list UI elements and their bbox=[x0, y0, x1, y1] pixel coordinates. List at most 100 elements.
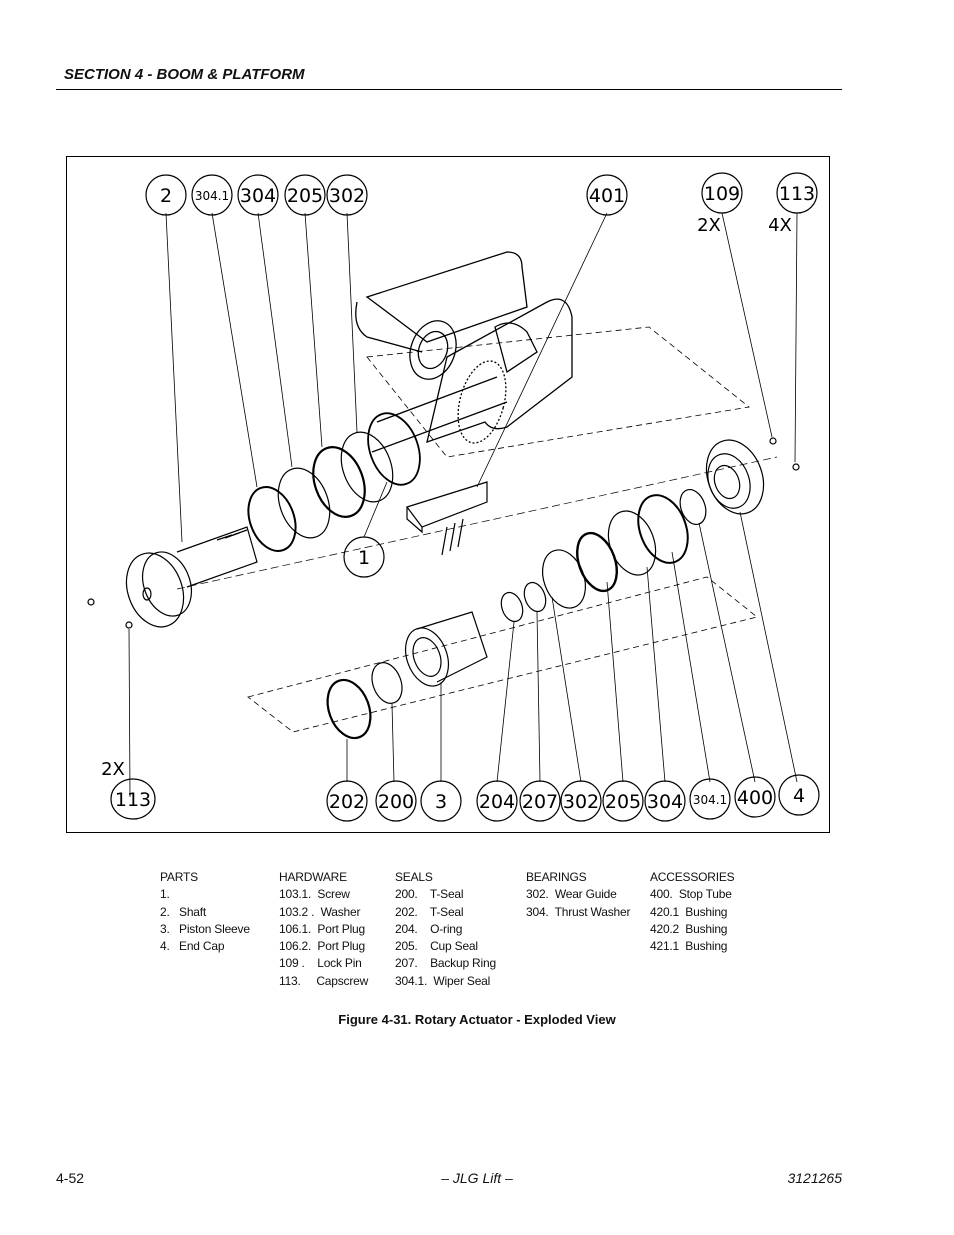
callout-302-bottom bbox=[560, 780, 602, 822]
legend-item: 103.1. Screw bbox=[279, 887, 350, 902]
callout-label-302-top: 302 bbox=[329, 185, 365, 207]
callout-3 bbox=[420, 780, 462, 822]
ring-202 bbox=[326, 678, 372, 740]
legend-item: 304. Thrust Washer bbox=[526, 904, 631, 919]
callout-label-207: 207 bbox=[522, 791, 558, 813]
legend-item: 205. Cup Seal bbox=[395, 939, 478, 954]
callout-113-top bbox=[776, 172, 818, 214]
doc-number: 3121265 bbox=[787, 1170, 842, 1186]
legend-heading: BEARINGS bbox=[526, 870, 587, 884]
upper-dashed-plane bbox=[366, 326, 750, 458]
callout-200 bbox=[375, 780, 417, 822]
legend-item: 3. Piston Sleeve bbox=[160, 921, 250, 936]
callout-202 bbox=[326, 780, 368, 822]
piston-sleeve bbox=[404, 611, 488, 687]
ring-302-top bbox=[340, 431, 394, 503]
shaft bbox=[125, 526, 258, 628]
legend-item: 103.2 . Washer bbox=[279, 904, 361, 919]
header-rule bbox=[56, 89, 842, 90]
ring-304.1-top bbox=[247, 486, 297, 552]
callout-label-205-top: 205 bbox=[287, 185, 323, 207]
capscrew-left-2 bbox=[125, 621, 133, 629]
callout-113-bottom bbox=[110, 778, 156, 820]
callout-label-202: 202 bbox=[329, 791, 365, 813]
housing bbox=[355, 251, 573, 453]
ring-304.1-bottom bbox=[637, 494, 689, 564]
legend-heading: SEALS bbox=[395, 870, 433, 884]
callout-204 bbox=[476, 780, 518, 822]
legend-item: 420.1 Bushing bbox=[650, 904, 728, 919]
ring-205-bottom bbox=[576, 531, 618, 593]
ring-400 bbox=[679, 488, 707, 526]
legend-item: 204. O-ring bbox=[395, 921, 463, 936]
callout-label-3: 3 bbox=[435, 791, 447, 813]
callout-304-top bbox=[237, 174, 279, 216]
legend-item: 109 . Lock Pin bbox=[279, 956, 362, 971]
callout-label-400: 400 bbox=[737, 787, 773, 809]
callout-label-113-top: 113 bbox=[779, 183, 815, 205]
callout-2 bbox=[145, 174, 187, 216]
leader-lines bbox=[128, 212, 798, 798]
ring-205-top bbox=[312, 446, 366, 518]
qty-113-top: 4X bbox=[768, 215, 792, 236]
legend-item: 420.2 Bushing bbox=[650, 921, 728, 936]
legend-item: 4. End Cap bbox=[160, 939, 225, 954]
legend-item: 1. bbox=[160, 887, 170, 902]
legend-item: 400. Stop Tube bbox=[650, 887, 732, 902]
legend-hardware: HARDWARE 103.1. Screw 103.2 . Washer 106… bbox=[279, 869, 368, 990]
callout-401 bbox=[586, 174, 628, 216]
ring-304-top bbox=[277, 467, 331, 539]
callout-label-304-bottom: 304 bbox=[647, 791, 683, 813]
legend-accessories: ACCESSORIES 400. Stop Tube 420.1 Bushing… bbox=[650, 869, 735, 955]
legend-heading: PARTS bbox=[160, 870, 198, 884]
callout-207 bbox=[519, 780, 561, 822]
legend-item: 200. T-Seal bbox=[395, 887, 464, 902]
ring-1-top bbox=[367, 412, 421, 486]
callout-304-bottom bbox=[644, 780, 686, 822]
exploded-view-drawing: 2 304.1 304 205 302 401 109 113 2X 4X 1 … bbox=[87, 172, 820, 822]
callout-205-top bbox=[284, 174, 326, 216]
callout-302-top bbox=[326, 174, 368, 216]
callout-304.1-top bbox=[191, 174, 233, 216]
end-cap bbox=[705, 439, 765, 515]
section-title: SECTION 4 - BOOM & PLATFORM bbox=[64, 66, 305, 83]
lower-dashed-plane bbox=[247, 576, 758, 733]
legend-heading: ACCESSORIES bbox=[650, 870, 735, 884]
callout-205-bottom bbox=[602, 780, 644, 822]
port-block bbox=[406, 481, 488, 556]
capscrew-right bbox=[792, 463, 800, 471]
legend-item: 202. T-Seal bbox=[395, 904, 464, 919]
callout-label-200: 200 bbox=[378, 791, 414, 813]
capscrew-left-1 bbox=[87, 598, 95, 606]
callout-label-205-bottom: 205 bbox=[605, 791, 641, 813]
legend-item: 302. Wear Guide bbox=[526, 887, 617, 902]
legend-item: 106.2. Port Plug bbox=[279, 939, 365, 954]
legend-item: 113. Capscrew bbox=[279, 973, 369, 988]
page-number: 4-52 bbox=[56, 1170, 85, 1186]
callout-400 bbox=[734, 776, 776, 818]
callout-label-401: 401 bbox=[589, 185, 625, 207]
qty-113-bottom: 2X bbox=[101, 759, 125, 780]
legend-heading: HARDWARE bbox=[279, 870, 347, 884]
legend-seals: SEALS 200. T-Seal 202. T-Seal 204. O-rin… bbox=[395, 869, 496, 990]
legend-item: 2. Shaft bbox=[160, 904, 207, 919]
callout-label-2: 2 bbox=[160, 185, 172, 207]
callout-4 bbox=[778, 774, 820, 816]
center-axis bbox=[176, 456, 778, 590]
footer-publisher: – JLG Lift – bbox=[441, 1170, 513, 1186]
ring-207 bbox=[523, 581, 547, 613]
exploded-view-figure: 2 304.1 304 205 302 401 109 113 2X 4X 1 … bbox=[66, 156, 830, 833]
callout-label-204: 204 bbox=[479, 791, 515, 813]
callout-label-1: 1 bbox=[358, 547, 370, 569]
ring-200 bbox=[371, 662, 403, 704]
callout-label-304-top: 304 bbox=[240, 185, 276, 207]
ring-204 bbox=[500, 591, 524, 623]
callout-label-304.1-top: 304.1 bbox=[195, 189, 229, 203]
legend-item: 106.1. Port Plug bbox=[279, 921, 365, 936]
callout-1 bbox=[343, 536, 385, 578]
callout-label-302-bottom: 302 bbox=[563, 791, 599, 813]
callout-304.1-bottom bbox=[689, 778, 731, 820]
qty-109: 2X bbox=[697, 215, 721, 236]
legend-item: 304.1. Wiper Seal bbox=[395, 973, 491, 988]
figure-caption: Figure 4-31. Rotary Actuator - Exploded … bbox=[338, 1012, 616, 1027]
